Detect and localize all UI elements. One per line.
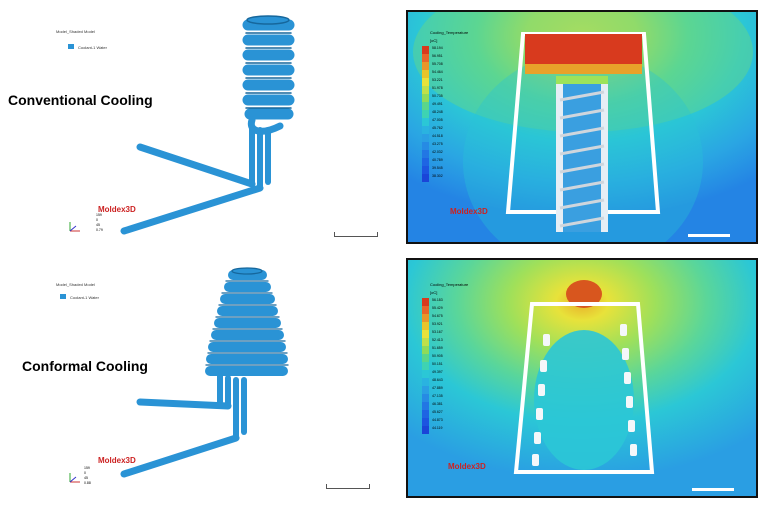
coolant-legend-swatch bbox=[60, 294, 66, 299]
conventional-cooling-label: Conventional Cooling bbox=[8, 92, 153, 108]
conformal-temperature-plot: Cooling_Temperature [oC] 56.183 55.429 5… bbox=[406, 258, 758, 498]
conformal-model-view: Model_Shaded Model Coolant-1 Water Confo… bbox=[0, 256, 400, 512]
scale-bar bbox=[326, 484, 370, 489]
conventional-model-view: Model_Shaded Model Coolant-1 Water Conve… bbox=[0, 0, 400, 256]
colorbar-unit: [oC] bbox=[430, 38, 438, 43]
scale-bar bbox=[334, 232, 378, 237]
conventional-pipe-model bbox=[120, 15, 295, 235]
model-title: Model_Shaded Model bbox=[56, 282, 95, 287]
moldex-logo: Moldex3D bbox=[98, 205, 136, 214]
coolant-legend-label: Coolant-1 Water bbox=[70, 295, 99, 300]
moldex-logo: Moldex3D bbox=[448, 462, 486, 471]
colorbar-unit: [oC] bbox=[430, 290, 438, 295]
coolant-legend-swatch bbox=[68, 44, 74, 49]
colorbar-ticks: 58.194 56.951 55.708 54.464 53.221 51.97… bbox=[432, 46, 443, 178]
conformal-cooling-label: Conformal Cooling bbox=[22, 358, 148, 374]
conventional-temperature-plot: Cooling_Temperature [oC] 58.194 56.951 5… bbox=[406, 10, 758, 244]
conformal-pipe-model bbox=[120, 267, 289, 478]
model-title: Model_Shaded Model bbox=[56, 29, 95, 34]
moldex-logo: Moldex3D bbox=[450, 207, 488, 216]
colorbar-ticks: 56.183 55.429 54.675 53.921 53.167 52.41… bbox=[432, 298, 443, 430]
view-readout: 159 0 45 0.88 bbox=[84, 466, 91, 485]
colorbar-title: Cooling_Temperature bbox=[430, 282, 469, 287]
coolant-legend-label: Coolant-1 Water bbox=[78, 45, 107, 50]
axis-triad-icon bbox=[68, 471, 82, 483]
moldex-logo: Moldex3D bbox=[98, 456, 136, 465]
axis-triad-icon bbox=[68, 220, 82, 232]
view-readout: 159 0 45 0.79 bbox=[96, 213, 103, 232]
colorbar-title: Cooling_Temperature bbox=[430, 30, 469, 35]
